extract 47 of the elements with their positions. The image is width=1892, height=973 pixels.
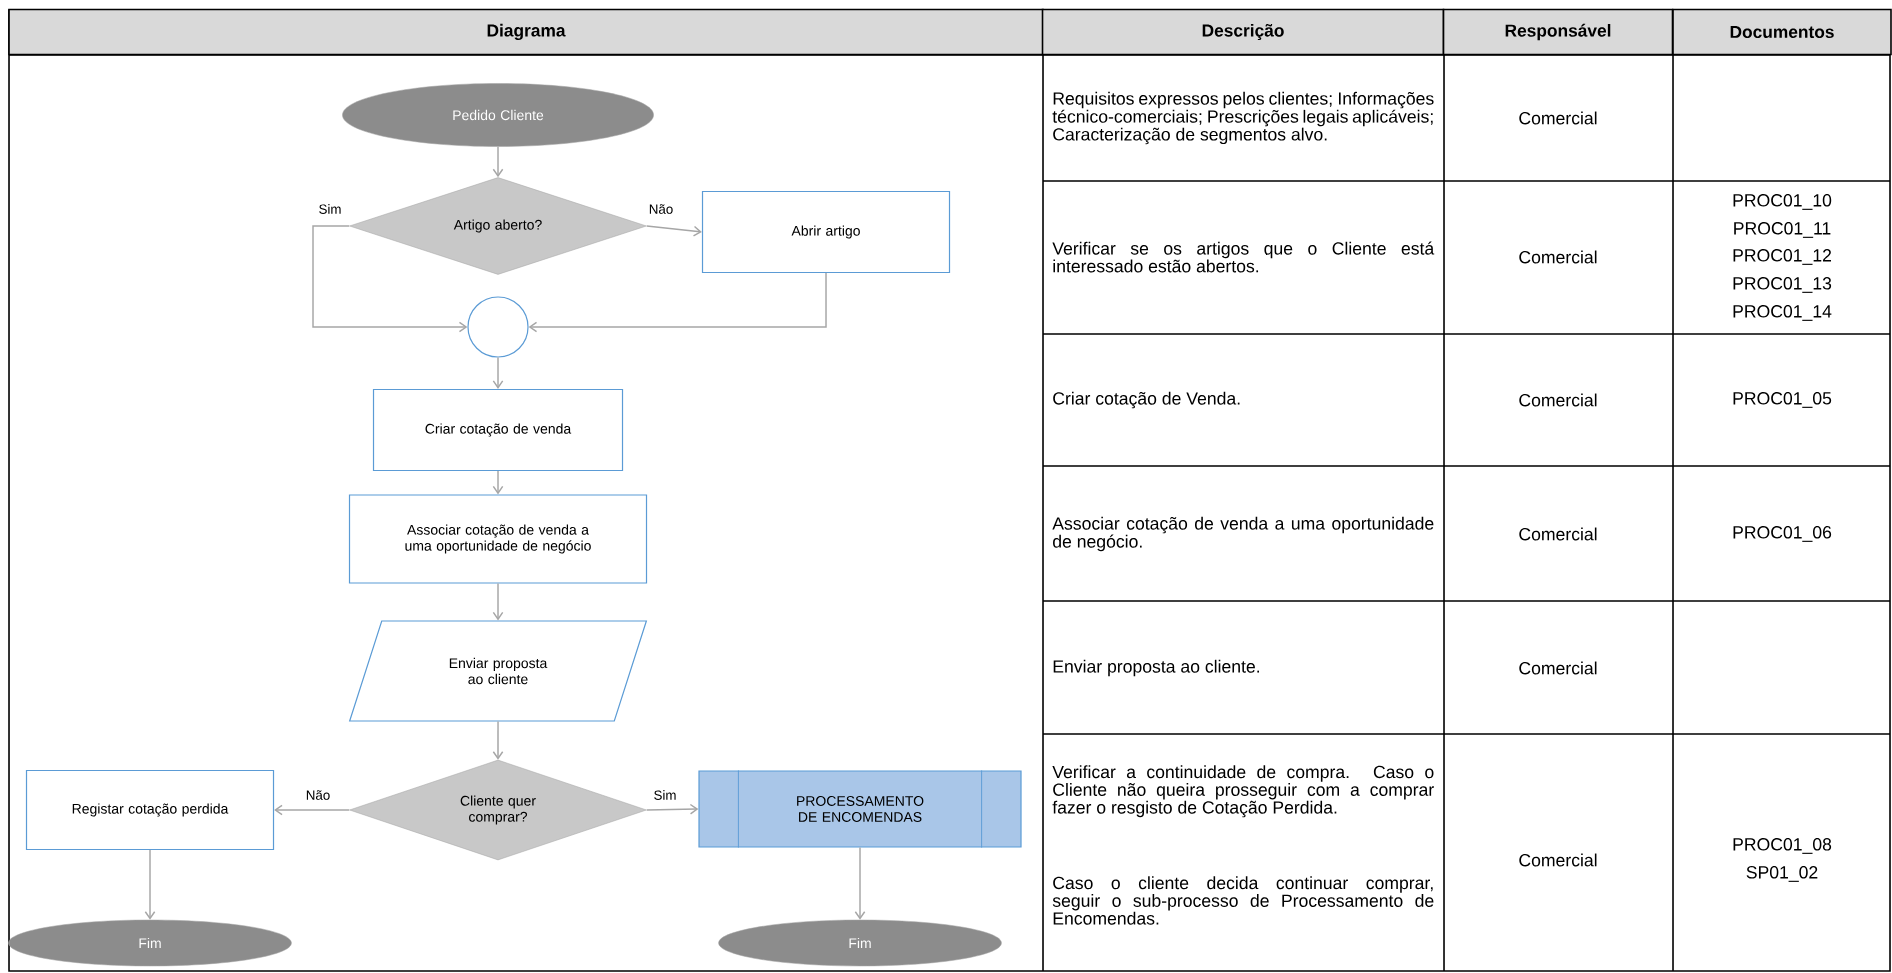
arrow	[646, 803, 699, 815]
document-code: PROC01_14	[1733, 305, 1832, 321]
arrow	[492, 470, 504, 495]
description-text: Caso o cliente decida continuar comprar, seguir o sub-processo de Processamento de Encomendas.	[1052, 876, 1434, 925]
process-box: Abrir artigo	[701, 190, 951, 274]
document-code: PROC01_05	[1733, 392, 1832, 408]
column-header: Descrição	[1041, 8, 1445, 56]
document-code: PROC01_12	[1733, 249, 1831, 265]
description-text: Criar cotação de Venda.	[1053, 391, 1240, 409]
column-header: Responsável	[1442, 8, 1674, 56]
responsible-text: Comercial	[1519, 111, 1597, 125]
arrow	[528, 272, 827, 333]
arrow	[646, 225, 702, 237]
document-code: PROC01_06	[1733, 526, 1832, 542]
document-code: PROC01_13	[1733, 277, 1832, 293]
arrow	[312, 225, 468, 333]
document-code: SP01_02	[1746, 866, 1818, 882]
process-box: Criar cotação de venda	[372, 388, 624, 472]
document-code: PROC01_08	[1733, 838, 1832, 854]
arrow	[274, 804, 350, 816]
description-text: Requisitos expressos pelos clientes; Informações técnico-comerciais; Prescrições legais aplicáveis; Caracterização de segmentos alvo.	[1052, 91, 1434, 145]
responsible-text: Comercial	[1519, 393, 1597, 407]
subprocess-box: PROCESSAMENTO DE ENCOMENDAS	[698, 769, 1022, 849]
process-box: Registar cotação perdida	[25, 769, 275, 851]
edge-label: Sim	[654, 790, 676, 800]
description-text: Associar cotação de venda a uma oportunidade de negócio.	[1052, 516, 1434, 552]
document-code: PROC01_11	[1734, 222, 1831, 238]
description-text: Verificar se os artigos que o Cliente está interessado estão abertos.	[1052, 241, 1435, 273]
arrow	[492, 720, 504, 760]
responsible-text: Comercial	[1519, 853, 1597, 867]
arrow	[854, 846, 866, 920]
document-code: PROC01_10	[1733, 194, 1832, 210]
description-text: Enviar proposta ao cliente.	[1053, 659, 1259, 677]
column-header: Documentos	[1672, 8, 1892, 56]
description-text: Verificar a continuidade de compra. Caso o Cliente não queira prosseguir com a comprar fazer o resgisto de Cotação Perdida.	[1052, 765, 1434, 818]
edge-label: Não	[306, 790, 330, 800]
connector-circle	[467, 296, 529, 358]
arrow	[492, 356, 504, 389]
arrow	[144, 849, 156, 920]
arrow	[492, 582, 504, 621]
edge-label: Sim	[319, 204, 341, 214]
responsible-text: Comercial	[1519, 250, 1597, 264]
process-box: Associar cotação de venda a uma oportunidade de negócio	[348, 494, 648, 584]
edge-label: Não	[649, 204, 673, 214]
responsible-text: Comercial	[1519, 527, 1597, 541]
responsible-text: Comercial	[1519, 661, 1597, 675]
arrow	[492, 146, 504, 178]
